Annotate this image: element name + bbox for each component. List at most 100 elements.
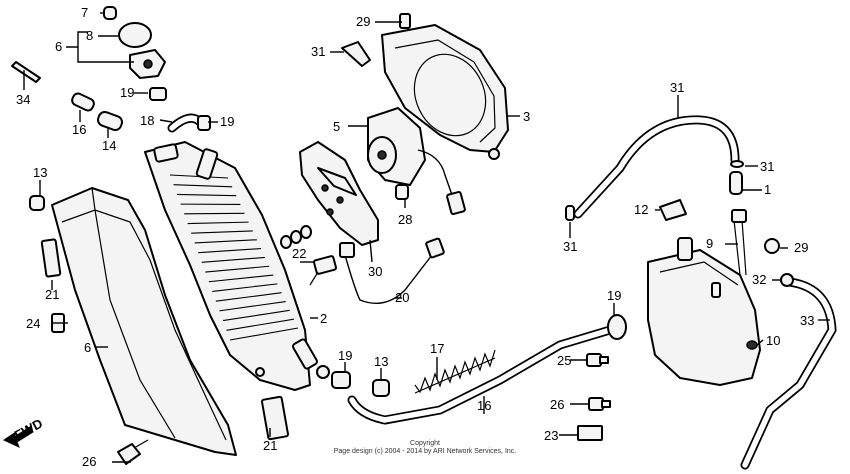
hose-17[interactable] — [149, 87, 211, 133]
callout-31: 31 — [760, 159, 774, 174]
breather-tube-33[interactable] — [573, 115, 740, 219]
callout-34: 34 — [16, 92, 30, 107]
radiator-fin — [201, 256, 266, 263]
callout-12: 12 — [634, 202, 648, 217]
copyright-notice: Copyright Page design (c) 2004 - 2014 by… — [0, 440, 850, 456]
callout-21: 21 — [263, 438, 277, 453]
callout-31: 32 — [752, 272, 766, 287]
radiator-cap[interactable] — [103, 6, 166, 79]
callout-21: 21 — [45, 287, 59, 302]
callout-17: 18 — [140, 113, 154, 128]
clamp-19-right[interactable] — [607, 314, 627, 340]
callout-3: 3 — [523, 109, 530, 124]
bolt-25-upper[interactable] — [586, 353, 609, 367]
clip-31-top[interactable] — [730, 160, 744, 168]
callout-33: 31 — [670, 80, 684, 95]
fan-shroud[interactable] — [381, 24, 509, 160]
callout-20: 20 — [395, 290, 409, 305]
bolt-25-lower[interactable] — [588, 397, 611, 411]
callout-19: 19 — [220, 114, 234, 129]
radiator[interactable] — [144, 141, 330, 391]
callout-10: 9 — [706, 236, 713, 251]
callout-30: 31 — [311, 44, 325, 59]
pin-34[interactable] — [11, 61, 41, 83]
reservoir-tank[interactable] — [647, 237, 761, 386]
fan-assembly[interactable] — [299, 141, 379, 246]
radiator-fin — [226, 318, 294, 331]
radiator-fin — [208, 274, 274, 283]
pipe-14[interactable] — [96, 110, 123, 131]
bolt-12[interactable] — [659, 199, 687, 221]
plate-21-left[interactable] — [40, 238, 62, 278]
plate-21-bottom[interactable] — [260, 395, 290, 441]
radiator-fin — [219, 300, 286, 312]
joint-1[interactable] — [729, 171, 743, 195]
callout-25: 26 — [550, 397, 564, 412]
spring-18[interactable] — [414, 349, 496, 394]
radiator-shroud[interactable] — [51, 187, 237, 456]
radiator-fin — [177, 193, 237, 197]
radiator-fin — [184, 212, 245, 215]
radiator-fin — [215, 292, 282, 302]
fan-motor[interactable] — [367, 107, 466, 216]
radiator-fin — [198, 248, 261, 254]
radiator-fin — [222, 309, 290, 322]
callout-28: 29 — [356, 14, 370, 29]
tag-23[interactable] — [577, 425, 603, 441]
clamp-19-mid[interactable] — [331, 371, 351, 389]
clip-31-right[interactable] — [780, 273, 794, 287]
callout-4: 30 — [368, 264, 382, 279]
callout-19: 19 — [607, 288, 621, 303]
radiator-fin — [173, 184, 233, 188]
bolt-28[interactable] — [399, 13, 411, 29]
callout-15: 16 — [72, 122, 86, 137]
callout-14: 14 — [102, 138, 116, 153]
callout-19: 19 — [338, 348, 352, 363]
callout-26: 26 — [82, 454, 96, 469]
leader-lines — [23, 12, 830, 463]
callout-22: 22 — [292, 246, 306, 261]
wire-harness-20[interactable] — [339, 237, 445, 304]
callout-2: 2 — [320, 311, 327, 326]
callout-18: 17 — [430, 341, 444, 356]
overflow-tube-32[interactable] — [740, 277, 837, 470]
fwd-label: FWD — [12, 416, 45, 443]
pipe-15[interactable] — [70, 92, 95, 112]
callout-25: 25 — [557, 353, 571, 368]
callout-19: 19 — [120, 85, 134, 100]
radiator-fin — [229, 327, 299, 341]
callout-8: 7 — [81, 5, 88, 20]
callout-1: 1 — [764, 182, 771, 197]
washer-set[interactable] — [280, 225, 312, 249]
tube-10[interactable] — [731, 209, 747, 276]
grommet-27[interactable] — [395, 184, 409, 200]
callout-9: 8 — [86, 28, 93, 43]
callout-27: 28 — [398, 212, 412, 227]
callout-31: 31 — [563, 239, 577, 254]
radiator-fin — [194, 239, 257, 244]
bolt-26[interactable] — [117, 439, 149, 465]
radiator-fin — [187, 221, 249, 225]
callout-13: 13 — [374, 354, 388, 369]
callout-5: 5 — [333, 119, 340, 134]
callout-29: 29 — [794, 240, 808, 255]
callout-7: 6 — [55, 39, 62, 54]
fwd-arrow-icon — [2, 426, 34, 448]
clip-13-left[interactable] — [29, 195, 45, 211]
callout-labels: 7 8 6 34 19 18 19 16 14 13 21 24 6 2 29 … — [16, 5, 814, 469]
radiator-fin — [212, 283, 278, 293]
callout-16: 16 — [477, 398, 491, 413]
callout-6: 6 — [84, 340, 91, 355]
hose-16[interactable] — [347, 325, 615, 425]
callout-11: 10 — [766, 333, 780, 348]
callout-23: 23 — [544, 428, 558, 443]
thermo-switch[interactable] — [309, 255, 338, 286]
clip-13-mid[interactable] — [372, 379, 390, 397]
clip-31-left[interactable] — [565, 205, 575, 221]
callout-24: 24 — [26, 316, 40, 331]
callout-13: 13 — [33, 165, 47, 180]
cap-29[interactable] — [764, 238, 780, 254]
bolt-30[interactable] — [341, 41, 371, 67]
radiator-fin — [205, 265, 270, 273]
